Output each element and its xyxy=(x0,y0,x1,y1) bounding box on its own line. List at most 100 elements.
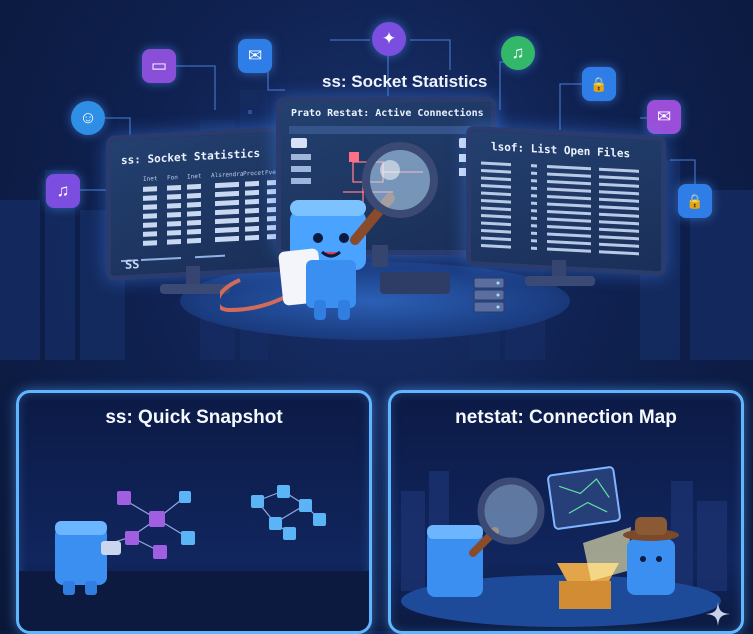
file-line xyxy=(599,250,639,256)
file-line xyxy=(481,221,511,227)
table-cell xyxy=(245,189,259,196)
file-line xyxy=(481,199,511,204)
music-icon-2: ♫ xyxy=(46,174,80,208)
file-line xyxy=(531,224,537,228)
table-cell xyxy=(215,226,239,234)
quick-snapshot-panel: ss: Quick Snapshot xyxy=(16,390,372,634)
file-line xyxy=(481,244,511,249)
table-cell xyxy=(143,195,157,201)
file-line xyxy=(531,239,537,243)
table-cell xyxy=(167,193,181,200)
table-cell xyxy=(143,213,157,219)
file-line xyxy=(531,209,537,213)
file-line xyxy=(547,165,591,171)
file-line xyxy=(531,246,537,250)
file-line xyxy=(547,225,591,231)
right-monitor: lsof: List Open Files xyxy=(466,125,666,277)
file-line xyxy=(547,187,591,193)
music-icon: ♫ xyxy=(501,36,535,70)
file-line xyxy=(599,205,639,211)
table-cell xyxy=(245,225,259,232)
table-cell xyxy=(215,181,239,189)
file-line xyxy=(531,186,537,190)
table-cell xyxy=(143,231,157,237)
snapshot-network-scene xyxy=(19,485,369,631)
file-line xyxy=(547,210,591,216)
table-cell xyxy=(167,220,181,227)
file-line xyxy=(481,176,511,182)
connection-map-scene xyxy=(401,466,727,627)
svg-text:Alsrendra: Alsrendra xyxy=(211,171,244,180)
open-files-list xyxy=(481,161,639,256)
svg-text:Fon: Fon xyxy=(167,174,178,182)
table-cell xyxy=(167,229,181,236)
file-line xyxy=(481,191,511,197)
right-monitor-screen: lsof: List Open Files xyxy=(471,131,661,271)
file-line xyxy=(599,190,639,196)
connection-map-panel: netstat: Connection Map xyxy=(388,390,744,634)
left-monitor-stand xyxy=(186,266,200,286)
chat-icon: ☺ xyxy=(71,101,105,135)
file-line xyxy=(481,214,511,219)
right-monitor-base xyxy=(525,276,595,286)
table-cell xyxy=(245,180,259,187)
platform-glow xyxy=(180,262,570,340)
file-line xyxy=(599,220,639,226)
mail-icon: ✉ xyxy=(238,39,272,73)
file-line xyxy=(547,202,591,208)
mail-icon-2: ✉ xyxy=(647,100,681,134)
file-line xyxy=(531,164,537,168)
table-cell xyxy=(245,198,259,205)
right-monitor-stand xyxy=(552,260,566,278)
file-line xyxy=(531,179,537,183)
table-cell xyxy=(187,237,201,244)
file-line xyxy=(547,232,591,238)
file-line xyxy=(481,161,511,167)
table-cell xyxy=(187,183,201,190)
table-cell xyxy=(187,228,201,235)
svg-text:Inet: Inet xyxy=(187,173,202,181)
compass-icon: ✦ xyxy=(372,22,406,56)
table-cell xyxy=(215,235,239,243)
svg-text:Fvent: Fvent xyxy=(265,169,281,177)
file-line xyxy=(599,167,639,173)
file-line xyxy=(531,231,537,235)
svg-text:Procet: Procet xyxy=(243,170,265,178)
file-line xyxy=(481,206,511,212)
file-line xyxy=(599,175,639,181)
file-line xyxy=(599,182,639,188)
table-cell xyxy=(215,208,239,216)
table-cell xyxy=(245,234,259,241)
table-cell xyxy=(167,184,181,191)
file-line xyxy=(481,236,511,242)
table-cell xyxy=(143,186,157,192)
file-line xyxy=(599,197,639,203)
left-monitor-footer: SS xyxy=(125,257,140,272)
table-cell xyxy=(215,190,239,198)
file-line xyxy=(531,171,537,175)
circuit-lines xyxy=(80,39,696,191)
file-line xyxy=(481,169,511,174)
table-cell xyxy=(245,216,259,223)
server-stack xyxy=(473,277,505,313)
file-line xyxy=(531,216,537,220)
cube-scientist-character xyxy=(220,142,438,320)
file-line xyxy=(481,184,511,189)
file-line xyxy=(599,235,639,241)
table-cell xyxy=(187,192,201,199)
center-monitor-title: Prato Restat: Active Connections xyxy=(291,108,484,119)
file-line xyxy=(599,212,639,218)
table-cell xyxy=(215,199,239,207)
table-cell xyxy=(167,211,181,218)
quick-snapshot-title: ss: Quick Snapshot xyxy=(105,407,283,428)
table-cell xyxy=(143,240,157,246)
table-cell xyxy=(215,217,239,225)
file-line xyxy=(531,201,537,205)
lock-icon-2: 🔒 xyxy=(678,184,712,218)
file-line xyxy=(547,195,591,201)
svg-text:Inet: Inet xyxy=(143,175,158,183)
table-cell xyxy=(143,222,157,228)
table-cell xyxy=(167,202,181,209)
table-cell xyxy=(187,219,201,226)
left-monitor-base xyxy=(160,284,230,294)
